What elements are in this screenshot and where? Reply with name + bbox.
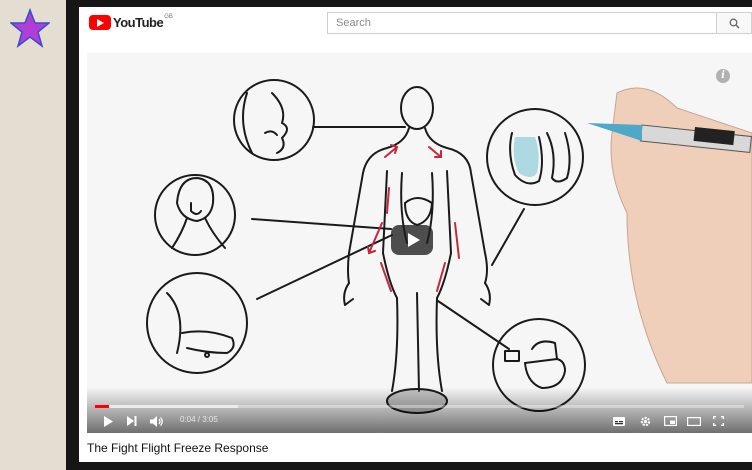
time-display: 0:04 / 3:05 xyxy=(180,415,218,424)
settings-button[interactable] xyxy=(638,414,652,428)
video-player[interactable]: i 0:04 / 3:05 xyxy=(87,53,752,433)
settings-icon xyxy=(640,416,651,427)
fullscreen-button[interactable] xyxy=(711,414,725,428)
volume-icon xyxy=(150,416,164,427)
youtube-logo-icon xyxy=(89,15,111,30)
info-icon[interactable]: i xyxy=(716,69,730,83)
youtube-header: YouTube GB xyxy=(79,7,752,41)
play-icon xyxy=(103,416,113,427)
next-icon xyxy=(127,416,137,426)
logo-text: YouTube xyxy=(113,15,163,30)
progress-bar[interactable] xyxy=(95,405,744,408)
miniplayer-icon xyxy=(664,416,677,426)
region-label: GB xyxy=(164,14,173,20)
video-title: The Fight Flight Freeze Response xyxy=(87,441,268,455)
search-icon xyxy=(729,18,740,29)
time-current: 0:04 xyxy=(180,415,196,424)
subtitles-icon xyxy=(613,417,625,426)
volume-button[interactable] xyxy=(149,414,165,428)
theater-icon xyxy=(687,417,701,426)
subtitles-button[interactable] xyxy=(612,414,626,428)
youtube-logo[interactable]: YouTube GB xyxy=(89,15,173,30)
next-button[interactable] xyxy=(125,414,139,428)
time-total: 3:05 xyxy=(202,415,218,424)
fullscreen-icon xyxy=(713,416,724,426)
browser-screen: YouTube GB xyxy=(79,7,752,462)
controls-gradient xyxy=(87,387,752,433)
theater-button[interactable] xyxy=(686,414,702,428)
play-button[interactable] xyxy=(101,414,115,428)
progress-fill xyxy=(95,405,109,408)
center-play-button[interactable] xyxy=(391,225,433,255)
search-input[interactable] xyxy=(328,13,716,33)
miniplayer-button[interactable] xyxy=(662,414,678,428)
buffered-bar xyxy=(95,405,238,408)
search-box[interactable] xyxy=(327,12,717,34)
search-button[interactable] xyxy=(717,12,752,34)
star-icon xyxy=(10,8,50,48)
